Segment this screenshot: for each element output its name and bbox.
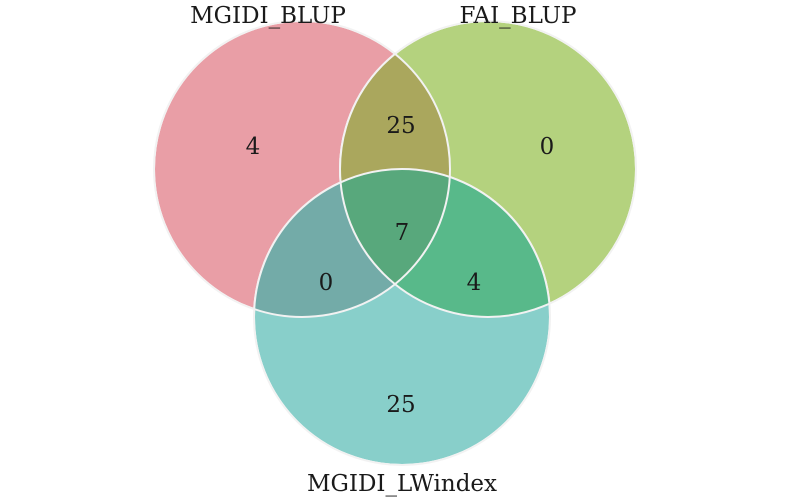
count-fai-blup-only: 0 [540, 134, 555, 160]
outline-mgidi-blup [153, 20, 451, 318]
count-all-three: 7 [395, 220, 410, 246]
outline-fai-blup [339, 20, 637, 318]
set-label-mgidi-blup: MGIDI_BLUP [190, 3, 346, 29]
count-mgidi-blup-and-fai-blup: 25 [386, 113, 415, 139]
overlap-mgidi-blup-mgidi-lwindex [254, 169, 450, 317]
count-mgidi-blup-and-mgidi-lwindex: 0 [319, 270, 334, 296]
set-label-fai-blup: FAI_BLUP [460, 3, 577, 29]
outline-mgidi-lwindex [253, 168, 551, 466]
set-label-mgidi-lwindex: MGIDI_LWindex [307, 471, 497, 497]
overlap-fai-blup-mgidi-lwindex [340, 169, 550, 317]
count-fai-blup-and-mgidi-lwindex: 4 [467, 270, 482, 296]
count-mgidi-lwindex-only: 25 [386, 392, 415, 418]
count-mgidi-blup-only: 4 [246, 134, 261, 160]
overlap-all-three [340, 169, 450, 317]
